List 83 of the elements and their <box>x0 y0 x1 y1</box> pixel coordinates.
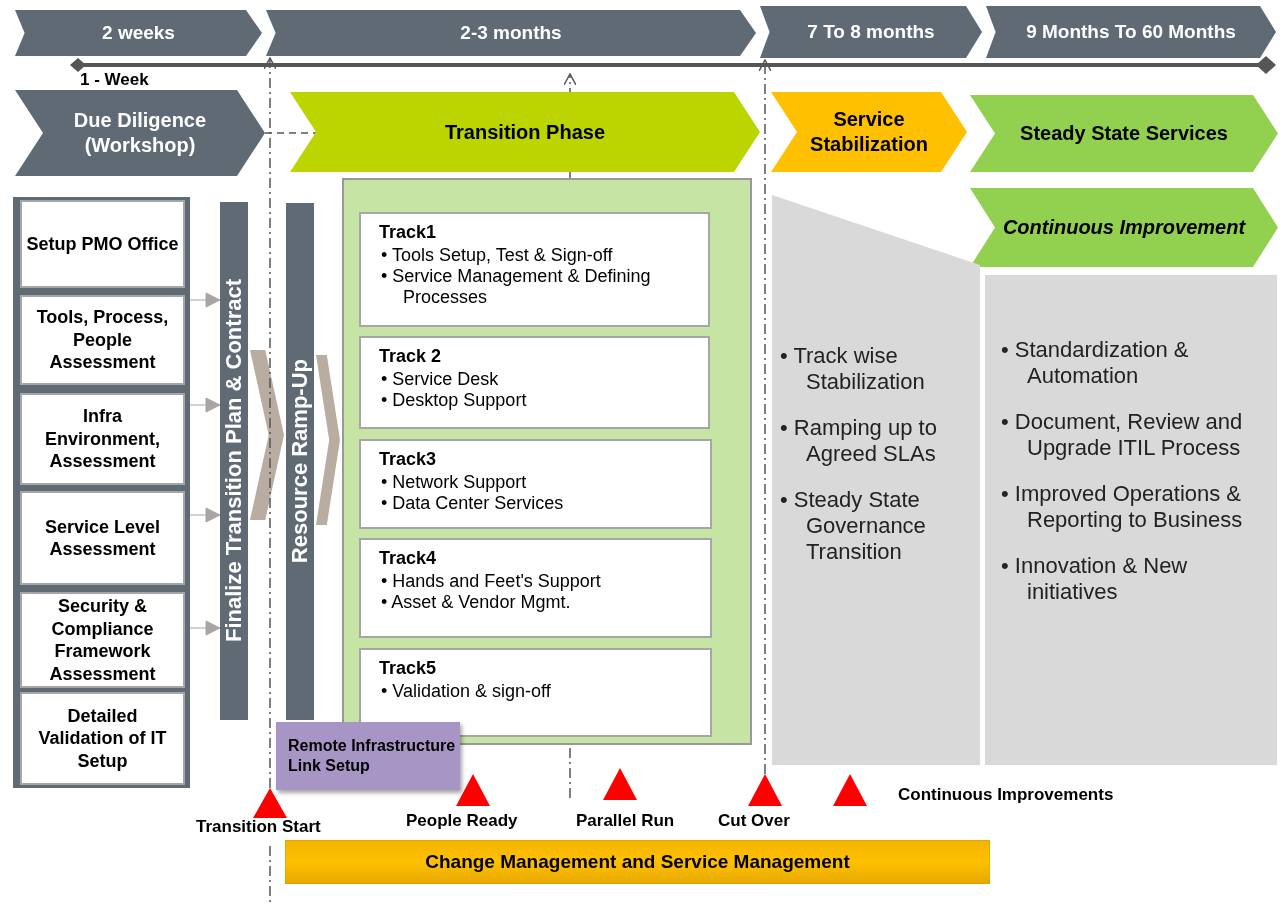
bullet-panel <box>985 275 1277 765</box>
management-bar <box>285 840 990 884</box>
phase-label: Service Stabilization <box>809 107 929 157</box>
track-title: Track4 <box>379 548 438 569</box>
duration-band <box>760 6 982 58</box>
box-label: Tools, Process, People Assessment <box>35 306 170 374</box>
track-title: Track1 <box>379 222 438 243</box>
bullet-text: • Tools Setup, Test & Sign-off <box>381 245 614 266</box>
duration-label: 2-3 months <box>460 21 562 45</box>
time-label: 1 - Week <box>80 71 149 88</box>
duration-label: 7 To 8 months <box>807 20 935 44</box>
phase-label: Continuous Improvement <box>1002 215 1246 240</box>
assessment-box <box>20 692 185 785</box>
phase-banner <box>15 90 265 176</box>
milestone-triangle <box>456 774 490 806</box>
phase-banner <box>290 92 760 172</box>
assessment-box <box>20 491 185 585</box>
box-label: Resource Ramp-Up <box>286 359 314 564</box>
phase-banner <box>970 95 1278 172</box>
milestone-triangle <box>748 774 782 806</box>
bullet-text: • Hands and Feet's Support <box>381 571 602 592</box>
connector-line <box>263 57 277 789</box>
milestone-label: Parallel Run <box>576 811 675 831</box>
phase-banner <box>970 188 1278 267</box>
bullet-text: • Service Management & Defining Processes <box>381 266 652 308</box>
bullet-text: • Validation & sign-off <box>381 681 552 702</box>
connector-line <box>758 59 772 775</box>
phase-label: Steady State Services <box>1020 121 1228 146</box>
assessment-box <box>20 393 185 485</box>
track-box <box>359 538 712 638</box>
track-box <box>359 336 710 429</box>
bullet-text: • Track wise Stabilization <box>780 343 926 395</box>
track-title: Track3 <box>379 449 438 470</box>
duration-label: 2 weeks <box>102 21 175 45</box>
bullet-text: • Asset & Vendor Mgmt. <box>381 592 572 613</box>
duration-band <box>266 10 756 56</box>
milestone-triangle <box>833 774 867 806</box>
note-label: Continuous Improvements <box>898 786 1114 803</box>
assessment-box <box>20 295 185 385</box>
bullet-panel <box>772 195 980 765</box>
duration-band <box>15 10 262 56</box>
bullet-text: • Network Support <box>381 472 528 493</box>
track-box <box>359 439 712 529</box>
phase-banner <box>771 92 967 172</box>
setup-box <box>276 722 460 790</box>
bullet-text: • Data Center Services <box>381 493 565 514</box>
box-label: Change Management and Service Management <box>425 850 850 874</box>
box-label: Infra Environment, Assessment <box>44 405 161 473</box>
vertical-bar <box>286 203 314 720</box>
track-title: Track 2 <box>379 346 443 367</box>
bullet-text: • Document, Review and Upgrade ITIL Process <box>1001 409 1244 461</box>
vertical-bar <box>220 202 248 720</box>
bullet-text: • Desktop Support <box>381 390 528 411</box>
assessment-box <box>20 200 185 288</box>
assessment-box <box>20 592 185 688</box>
phase-label: Transition Phase <box>444 119 606 145</box>
milestone-triangle <box>603 768 637 800</box>
duration-label: 9 Months To 60 Months <box>1026 20 1236 44</box>
bullet-text: • Innovation & New initiatives <box>1001 553 1189 605</box>
milestone-label: Transition Start <box>196 817 321 837</box>
track-title: Track5 <box>379 658 438 679</box>
chevron-arrow <box>316 355 340 525</box>
assessment-column <box>13 197 190 788</box>
bullet-text: • Ramping up to Agreed SLAs <box>780 415 938 467</box>
milestone-label: People Ready <box>406 811 518 831</box>
milestone-triangle <box>253 788 287 818</box>
connector-line <box>264 132 317 134</box>
bullet-text: • Steady State Governance Transition <box>780 487 927 565</box>
bullet-text: • Improved Operations & Reporting to Business <box>1001 481 1244 533</box>
box-label: Security & Compliance Framework Assessment <box>48 595 157 685</box>
box-label: Detailed Validation of IT Setup <box>37 704 168 773</box>
bullet-text: • Standardization & Automation <box>1001 337 1190 389</box>
box-label: Setup PMO Office <box>26 232 179 256</box>
track-box <box>359 212 710 327</box>
phase-label: Due Diligence (Workshop) <box>72 108 208 158</box>
box-label: Service Level Assessment <box>43 515 162 561</box>
chevron-arrow <box>250 350 284 520</box>
milestone-label: Cut Over <box>718 811 790 831</box>
track-box <box>359 648 712 737</box>
bullet-text: • Service Desk <box>381 369 500 390</box>
box-label: Finalize Transition Plan & Contract <box>220 279 248 643</box>
box-label: Remote Infrastructure Link Setup <box>288 736 456 776</box>
duration-band <box>986 6 1276 58</box>
